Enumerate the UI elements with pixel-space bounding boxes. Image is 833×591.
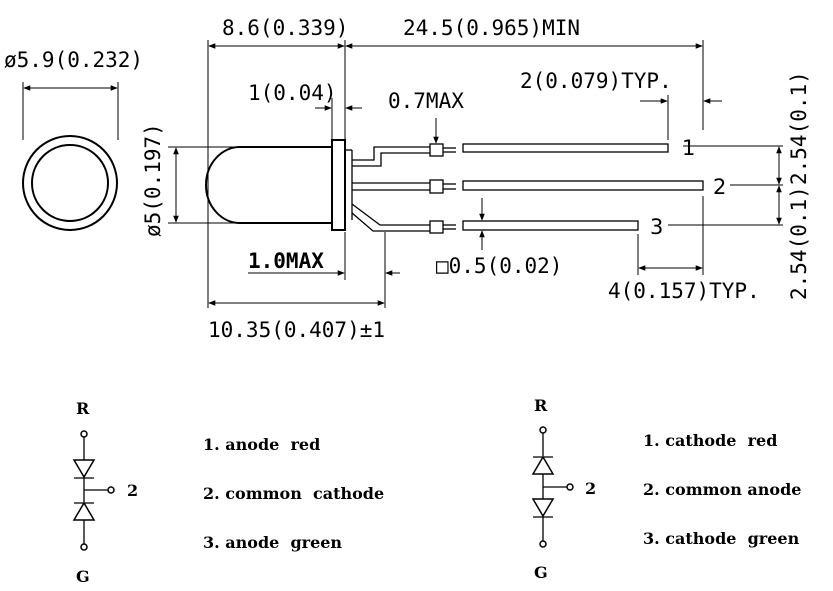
left-legend-2: 2. common cathode — [203, 484, 384, 503]
lead-3-bend-lower — [351, 212, 430, 232]
lead-1-stub — [429, 143, 444, 157]
left-pin-3 — [80, 543, 88, 551]
lead-2-stub — [429, 179, 444, 194]
right-bottom-label: G — [534, 563, 548, 582]
pin-1-label: 1 — [682, 136, 695, 160]
left-pin-2 — [107, 486, 115, 494]
lead-length-label: 24.5(0.965)MIN — [403, 16, 580, 40]
left-diode-red — [72, 459, 96, 479]
right-diode-green — [531, 498, 555, 518]
schematic-common-anode: R 2 G 1. cathode red 2. common anode 3. … — [531, 396, 801, 582]
right-pin-3 — [539, 540, 547, 548]
side-view: 1 2 3 8.6(0.339) 24.5(0.965)MIN 1(0.04) … — [141, 16, 811, 342]
pin-3-label: 3 — [650, 215, 663, 239]
right-top-label: R — [534, 396, 548, 415]
body-length-label: 8.6(0.339) — [222, 16, 348, 40]
flange-max-label: 1.0MAX — [248, 249, 324, 273]
stub-label: 0.7MAX — [388, 89, 464, 113]
left-pin-1 — [80, 430, 88, 438]
left-mid-pin-label: 2 — [127, 481, 138, 500]
lead-3-stub — [429, 220, 444, 234]
lead-3 — [462, 220, 639, 231]
schematic-common-cathode: R 2 G 1. anode red 2. common cathode 3. … — [72, 399, 384, 586]
lens-diameter-label: ø5.9(0.232) — [4, 48, 143, 72]
pitch-upper-label: 2.54(0.1) — [787, 71, 811, 185]
left-top-label: R — [76, 399, 90, 418]
right-pin-1 — [539, 426, 547, 434]
lead-spacing-label: 2(0.079)TYP. — [520, 69, 672, 93]
lens-inner-ring — [31, 144, 109, 222]
front-view: ø5.9(0.232) — [4, 48, 143, 231]
pin-2-label: 2 — [713, 175, 726, 199]
flange-label: 1(0.04) — [248, 81, 337, 105]
lead-1-bend — [352, 146, 430, 161]
led-body — [205, 146, 333, 224]
right-diode-red — [531, 455, 555, 475]
pitch-lower-label: 2.54(0.1) — [787, 186, 811, 300]
right-legend-1: 1. cathode red — [643, 431, 777, 450]
lead-1-bend-lower — [352, 152, 430, 167]
led-flange — [331, 139, 346, 231]
right-pin-2 — [566, 483, 574, 491]
right-legend-3: 3. cathode green — [643, 529, 800, 548]
lead-square-label: □0.5(0.02) — [436, 254, 562, 278]
left-legend-3: 3. anode green — [203, 533, 342, 552]
overall-label: 10.35(0.407)±1 — [208, 318, 385, 342]
body-diameter-label: ø5(0.197) — [141, 123, 165, 237]
right-legend-2: 2. common anode — [643, 480, 801, 499]
lead-2 — [462, 180, 704, 191]
kink-label: 4(0.157)TYP. — [608, 279, 760, 303]
left-bottom-label: G — [76, 567, 90, 586]
right-mid-pin-label: 2 — [585, 479, 596, 498]
left-diode-green — [72, 501, 96, 521]
left-legend-1: 1. anode red — [203, 435, 320, 454]
lead-1 — [462, 143, 669, 153]
lead-3-bend — [351, 203, 430, 226]
